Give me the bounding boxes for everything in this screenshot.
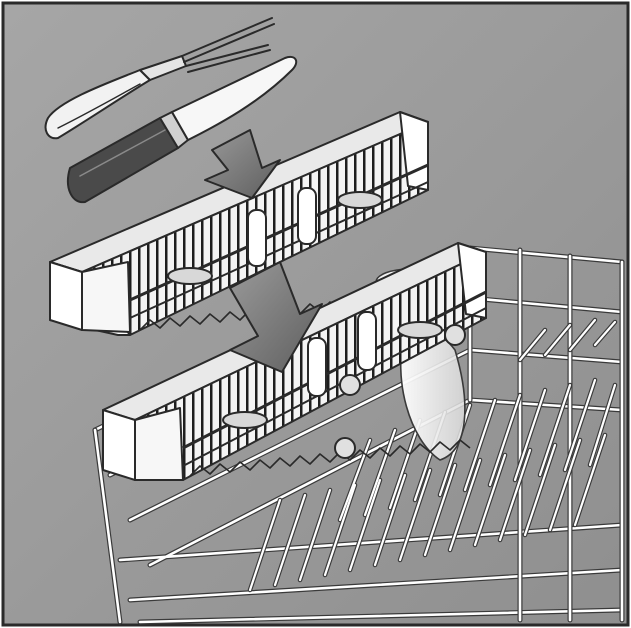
- insert-arrow-upper: [204, 129, 281, 199]
- carving-fork-icon: [44, 17, 275, 140]
- kitchen-knife-icon: [66, 56, 298, 204]
- insert-arrow-lower: [229, 261, 323, 373]
